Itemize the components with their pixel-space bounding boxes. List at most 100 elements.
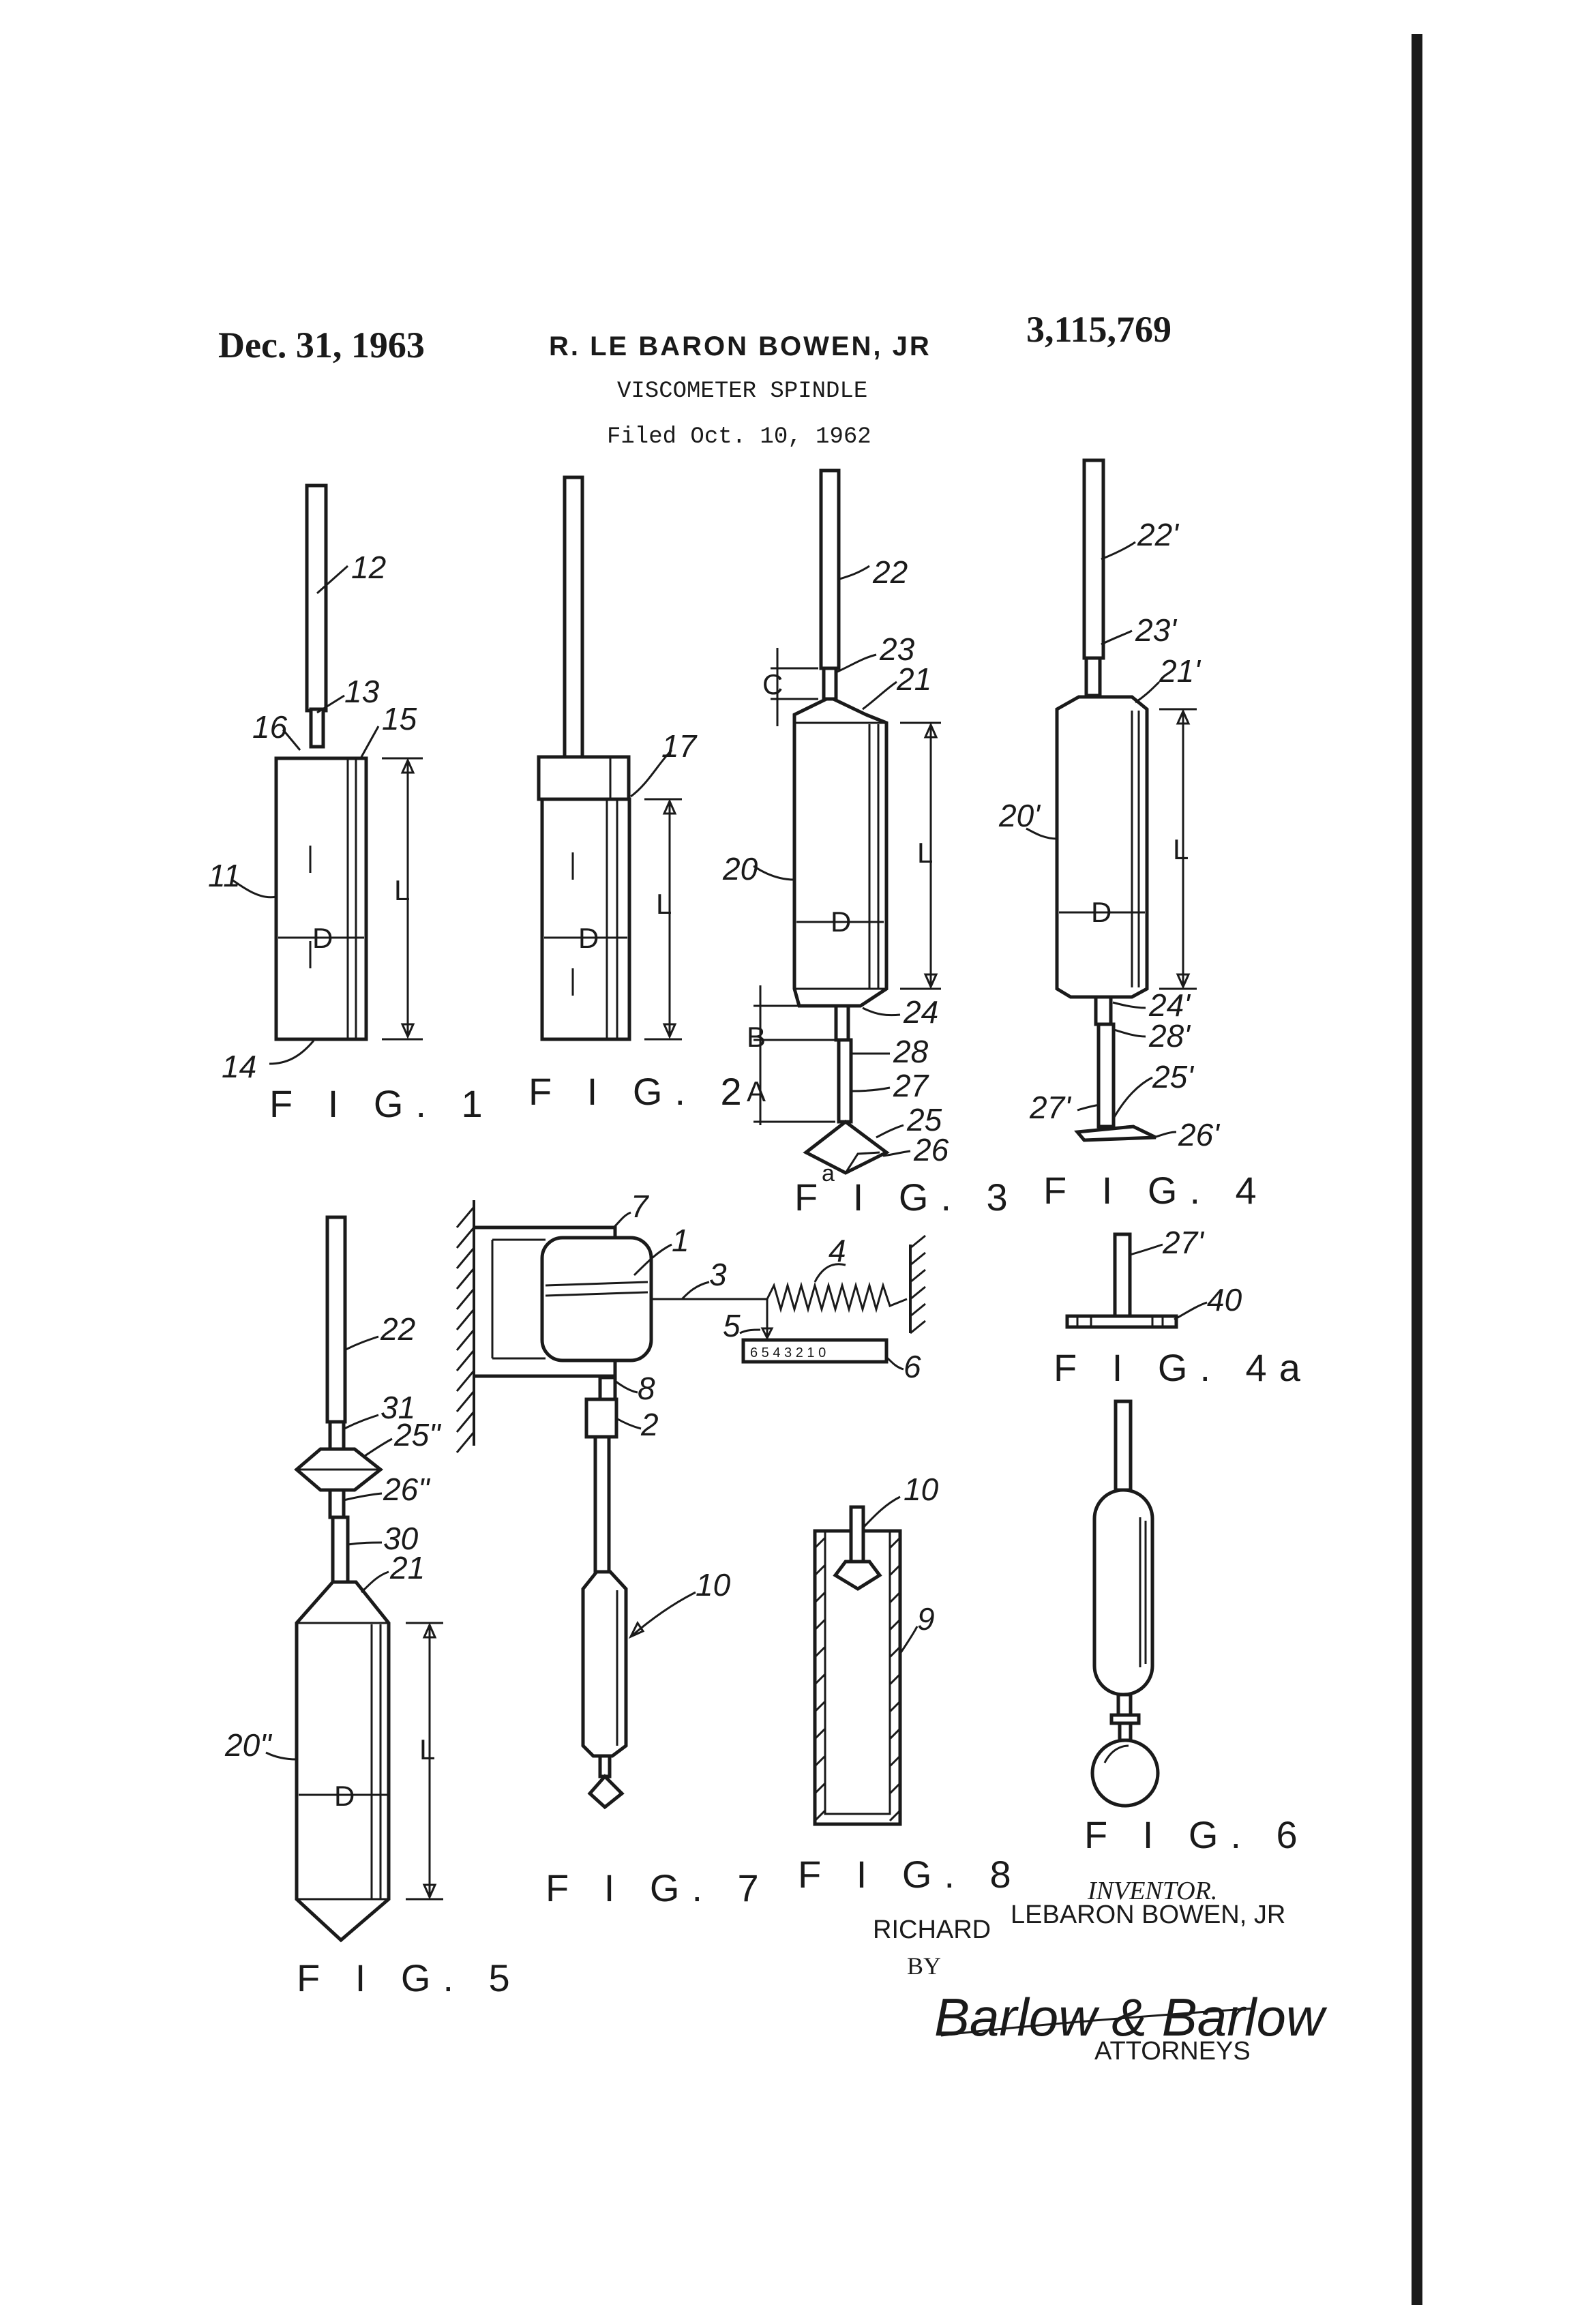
fig1-ref-12: 12 xyxy=(351,550,386,585)
fig7-ref-7: 7 xyxy=(631,1189,649,1224)
fig1-ref-11: 11 xyxy=(208,858,241,893)
fig1-dim-L: L xyxy=(394,874,410,906)
fig4a-ref-40: 40 xyxy=(1207,1282,1242,1317)
fig3-dim-L: L xyxy=(917,837,933,869)
fig8-label: F I G. 8 xyxy=(798,1853,1024,1896)
fig4-ref-26p: 26' xyxy=(1178,1117,1221,1152)
fig7-cone xyxy=(590,1776,622,1807)
fig5-dim-L: L xyxy=(419,1733,435,1766)
fig2-shaft xyxy=(565,477,582,757)
fig2-dim-D: D xyxy=(578,922,599,954)
fig5-ref-22: 22 xyxy=(380,1311,415,1347)
fig1-ref-13: 13 xyxy=(344,674,380,709)
fig4-ref-22p: 22' xyxy=(1137,517,1180,552)
fig1-drawing: 12 13 16 15 11 14 L D F I G. 1 xyxy=(208,486,495,1125)
fig4-shaft xyxy=(1084,460,1103,658)
fig4-dim-L: L xyxy=(1173,833,1189,865)
inventor-name: LEBARON BOWEN, JR xyxy=(1011,1901,1285,1929)
fig5-body xyxy=(297,1582,389,1940)
fig7-ref-5: 5 xyxy=(723,1308,741,1343)
fig3-ref-24: 24 xyxy=(903,994,938,1030)
fig3-dim-C: C xyxy=(762,668,783,700)
fig1-ref-14: 14 xyxy=(222,1049,256,1084)
fig7-spindle-body xyxy=(583,1572,626,1756)
fig1-neck xyxy=(311,709,323,747)
fig4-neck xyxy=(1086,658,1100,696)
fig3-label: F I G. 3 xyxy=(794,1176,1020,1219)
fig4a-disc xyxy=(1067,1316,1176,1327)
fig5-ref-21: 21 xyxy=(389,1550,425,1585)
fig7-coupling xyxy=(586,1399,616,1437)
fig4a-ref-27p: 27' xyxy=(1162,1225,1205,1260)
fig3-shaft xyxy=(821,471,839,668)
fig1-label: F I G. 1 xyxy=(269,1082,495,1125)
fig4-ref-20p: 20' xyxy=(998,798,1041,833)
fig3-dim-D: D xyxy=(831,906,851,938)
fig7-ref-3: 3 xyxy=(709,1257,727,1292)
fig7-motor xyxy=(542,1238,651,1360)
fig4-label: F I G. 4 xyxy=(1043,1169,1269,1212)
fig5-shaft xyxy=(327,1217,345,1422)
fig4-body xyxy=(1057,697,1147,997)
fig7-ref-8: 8 xyxy=(638,1371,655,1406)
fig6-body xyxy=(1094,1490,1152,1695)
fig5-ref-20dp: 20" xyxy=(224,1727,273,1763)
fig3-dim-A: A xyxy=(747,1075,766,1107)
fig7-ref-4: 4 xyxy=(829,1233,846,1268)
fig4-ref-21p: 21' xyxy=(1159,653,1202,689)
fig1-cylinder xyxy=(276,758,366,1039)
fig6-shaft xyxy=(1116,1401,1131,1490)
fig7-scale-text: 6 5 4 3 2 1 0 xyxy=(750,1345,826,1360)
fig7-label: F I G. 7 xyxy=(546,1866,771,1909)
fig2-ref-17: 17 xyxy=(661,728,698,764)
fig8-drawing: 10 9 F I G. 8 xyxy=(798,1472,1024,1896)
fig7-spring xyxy=(767,1285,907,1309)
fig2-label: F I G. 2 xyxy=(528,1070,754,1113)
fig3-ref-22: 22 xyxy=(872,554,908,590)
fig1-dim-D: D xyxy=(312,922,333,954)
fig4-disc xyxy=(1077,1127,1156,1140)
fig2-collar xyxy=(539,757,629,799)
fig3-neck xyxy=(824,668,836,699)
fig8-ref-10: 10 xyxy=(904,1472,939,1507)
fig4-ref-23p: 23' xyxy=(1135,612,1178,648)
fig3-ref-21: 21 xyxy=(896,661,931,697)
fig3-body xyxy=(794,699,886,1006)
fig3-ref-27: 27 xyxy=(893,1068,929,1103)
inventor-block: INVENTOR. RICHARD LEBARON BOWEN, JR BY B… xyxy=(873,1877,1328,2066)
fig6-ball xyxy=(1092,1740,1158,1806)
fig4-drawing: 22' 23' 21' 20' 24' 28' 27' 25' 26' L D … xyxy=(998,460,1269,1212)
fig8-ref-9: 9 xyxy=(917,1601,935,1637)
fig3-lower-shaft xyxy=(839,1040,851,1122)
fig3-cone xyxy=(806,1122,886,1173)
fig5-ref-26dp: 26" xyxy=(383,1472,431,1507)
fig4a-drawing: 27' 40 F I G. 4a xyxy=(1054,1225,1313,1389)
fig5-ref-25dp: 25" xyxy=(393,1417,442,1452)
fig2-dim-L: L xyxy=(656,888,672,920)
fig1-ref-15: 15 xyxy=(382,701,417,736)
fig5-dim-D: D xyxy=(334,1780,355,1812)
inventor-first-name: RICHARD xyxy=(873,1916,991,1944)
fig3-ref-26: 26 xyxy=(913,1132,949,1167)
fig2-drawing: 17 L D F I G. 2 xyxy=(528,477,754,1113)
by-label: BY xyxy=(907,1952,941,1980)
fig5-label: F I G. 5 xyxy=(297,1956,522,1999)
fig1-ref-16: 16 xyxy=(252,709,288,745)
fig3-dim-B: B xyxy=(747,1021,766,1053)
fig4a-shaft xyxy=(1115,1234,1130,1320)
fig3-drawing: 22 23 21 20 24 28 27 25 26 C L D B A a F… xyxy=(722,471,1020,1219)
fig4-lower-shaft xyxy=(1099,1024,1114,1127)
fig7-ref-10: 10 xyxy=(696,1567,731,1603)
fig1-shaft xyxy=(307,486,326,711)
fig4a-label: F I G. 4a xyxy=(1054,1346,1313,1389)
fig7-ref-1: 1 xyxy=(672,1223,689,1258)
fig7-ref-6: 6 xyxy=(904,1349,921,1384)
fig4-dim-D: D xyxy=(1091,896,1111,928)
attorneys-label: ATTORNEYS xyxy=(1094,2037,1251,2066)
fig4-ref-25p: 25' xyxy=(1152,1059,1195,1094)
fig7-ref-2: 2 xyxy=(640,1407,659,1442)
fig4-ref-27p: 27' xyxy=(1029,1090,1072,1125)
fig6-drawing: F I G. 6 xyxy=(1084,1401,1310,1856)
